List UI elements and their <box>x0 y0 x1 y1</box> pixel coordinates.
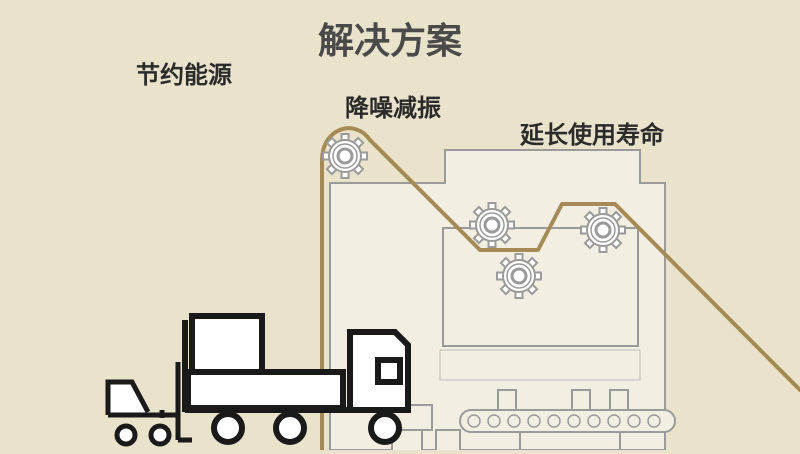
machine-body <box>329 149 666 451</box>
drive-belt <box>320 126 800 452</box>
truck-icon <box>182 313 411 445</box>
benefit-noise-reduction: 降噪减振 <box>345 94 441 122</box>
gear-icon <box>321 132 369 180</box>
gear-icon <box>579 206 627 254</box>
gear-icon <box>495 252 543 300</box>
gear-icon <box>468 201 516 249</box>
benefit-energy-saving: 节约能源 <box>136 61 232 89</box>
benefit-longer-lifespan: 延长使用寿命 <box>520 121 664 149</box>
page-title: 解决方案 <box>318 21 463 62</box>
forklift-icon <box>105 362 192 447</box>
conveyor-icon <box>459 409 676 450</box>
